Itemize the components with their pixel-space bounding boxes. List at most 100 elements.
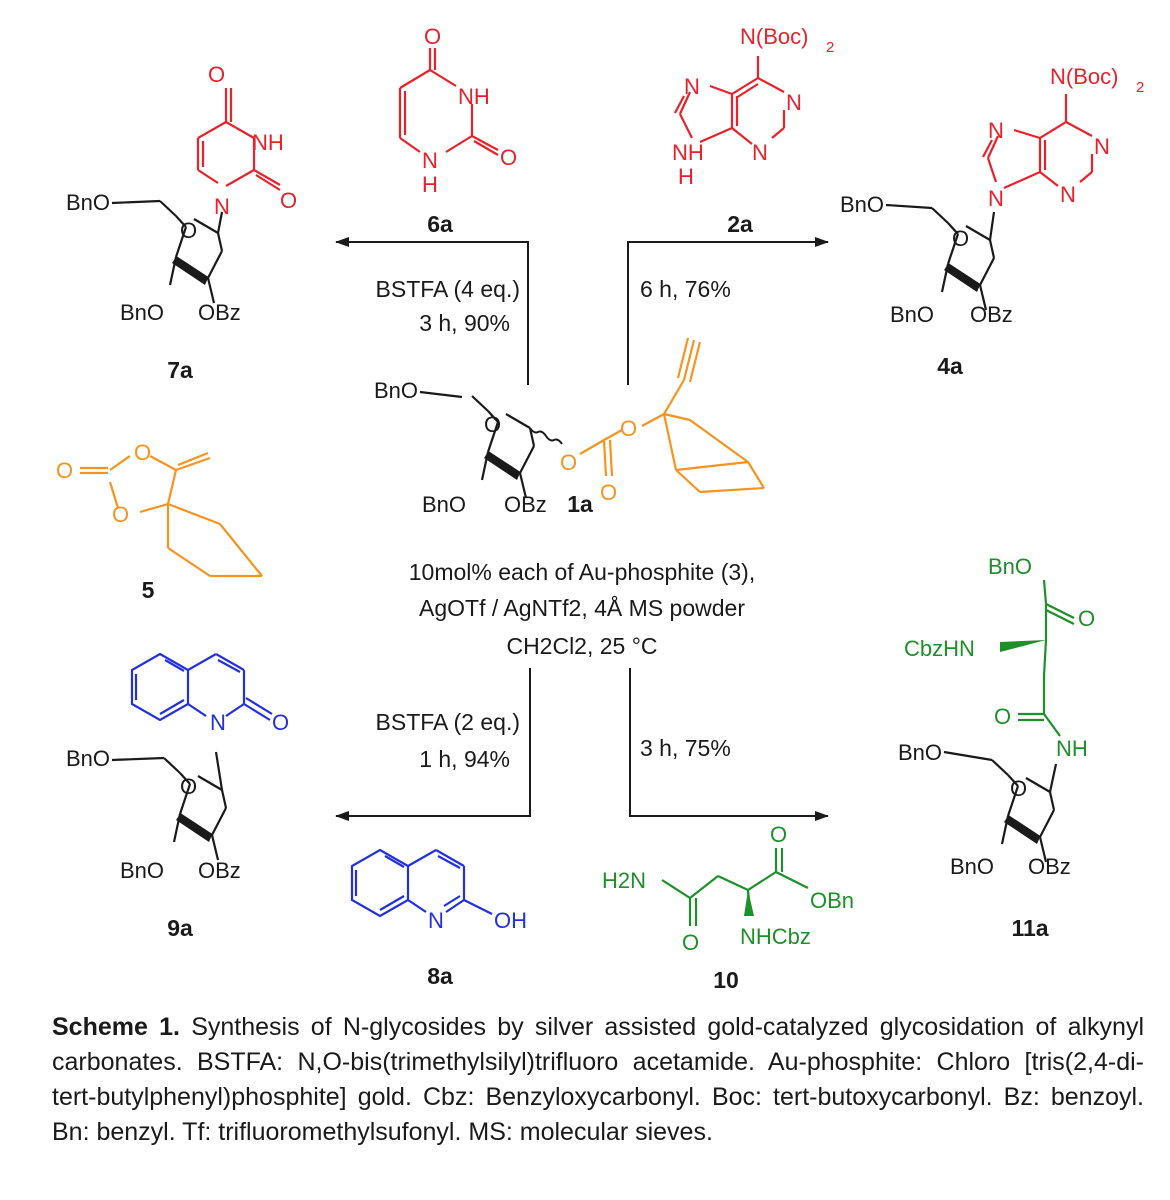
svg-text:O: O [56,458,73,483]
svg-text:BnO: BnO [374,378,418,403]
svg-text:N: N [988,186,1004,211]
compound-5: O O O 5 [56,440,263,603]
svg-text:O: O [682,930,699,955]
svg-text:O: O [600,480,617,505]
svg-text:OBn: OBn [810,888,854,913]
compound-11a: BnO O BnO OBz BnO O CbzHN O NH 11a [898,554,1095,941]
svg-text:BnO: BnO [66,746,110,771]
compound-8a: N OH 8a [350,848,527,989]
svg-text:BnO: BnO [898,740,942,765]
compound-7a: BnO O BnO OBz O NH O N 7a [66,62,297,383]
svg-text:O: O [952,226,969,251]
svg-text:BnO: BnO [840,192,884,217]
svg-text:O: O [1078,606,1095,631]
conditions: BSTFA (4 eq.) 3 h, 90% 6 h, 76% BSTFA (2… [376,276,756,772]
svg-text:OBz: OBz [970,302,1013,327]
svg-text:BnO: BnO [950,854,994,879]
svg-text:BnO: BnO [422,492,466,517]
svg-text:O: O [280,188,297,213]
svg-text:CbzHN: CbzHN [904,636,975,661]
svg-text:NH: NH [1056,736,1088,761]
cond-top-left-1: BSTFA (4 eq.) [376,276,520,302]
svg-text:N: N [786,90,802,115]
compound-6a: O NH O N H 6a [398,24,517,237]
svg-text:OH: OH [494,908,527,933]
label-4a: 4a [937,353,963,379]
svg-text:N: N [684,74,700,99]
arrows [335,237,829,821]
caption-title: Scheme 1. [52,1013,180,1041]
svg-text:NHCbz: NHCbz [740,924,811,949]
svg-text:2: 2 [1136,79,1144,96]
svg-text:N(Boc): N(Boc) [1050,64,1118,89]
svg-text:2: 2 [826,39,834,56]
svg-text:OBz: OBz [198,858,241,883]
arrow-to-7a [335,237,529,385]
arrow-to-4a [627,237,829,385]
svg-text:OBz: OBz [1028,854,1071,879]
arrow-to-11a [629,668,829,821]
svg-text:O: O [994,704,1011,729]
cond-center-2: AgOTf / AgNTf2, 4Å MS powder [419,594,745,621]
svg-text:BnO: BnO [120,300,164,325]
compound-4a: BnO O BnO OBz N(Boc) 2 N N N [840,64,1144,379]
svg-text:N: N [988,118,1004,143]
label-1a: 1a [567,491,593,517]
compound-1a: BnO O BnO OBz O O O [374,337,765,517]
svg-text:NH: NH [672,140,704,165]
svg-text:BnO: BnO [120,858,164,883]
svg-text:OBz: OBz [504,492,547,517]
label-8a: 8a [427,963,453,989]
svg-text:N: N [1060,182,1076,207]
label-5: 5 [142,577,155,603]
svg-text:O: O [424,24,441,49]
svg-text:O: O [1010,776,1027,801]
svg-text:N: N [428,908,444,933]
svg-text:NH: NH [458,84,490,109]
svg-text:O: O [272,710,289,735]
label-11a: 11a [1011,915,1048,941]
svg-text:O: O [770,822,787,847]
svg-text:BnO: BnO [66,190,110,215]
svg-text:O: O [112,502,129,527]
compound-9a: BnO O BnO OBz N O 9a [66,652,289,941]
svg-text:H2N: H2N [602,868,646,893]
label-7a: 7a [167,357,193,383]
svg-text:O: O [484,412,501,437]
svg-text:N: N [214,194,230,219]
compound-2a: N(Boc) 2 N N N NH H 2a [672,24,834,237]
compound-10: H2N O O OBn NHCbz 10 [602,822,854,993]
svg-text:O: O [500,145,517,170]
label-9a: 9a [167,915,193,941]
svg-text:H: H [678,164,694,189]
cond-bottom-left-1: BSTFA (2 eq.) [376,709,520,735]
svg-text:BnO: BnO [890,302,934,327]
svg-text:N: N [210,710,226,735]
cond-bottom-right: 3 h, 75% [640,735,731,761]
reaction-scheme: BSTFA (4 eq.) 3 h, 90% 6 h, 76% BSTFA (2… [56,24,1144,993]
label-2a: 2a [727,211,753,237]
arrow-to-9a [335,668,531,821]
svg-text:O: O [134,440,151,465]
cond-center-1: 10mol% each of Au-phosphite (3), [409,559,755,585]
svg-text:NH: NH [252,130,284,155]
svg-text:O: O [560,450,577,475]
svg-text:N: N [422,148,438,173]
svg-text:O: O [180,218,197,243]
svg-text:O: O [208,62,225,87]
cond-top-right: 6 h, 76% [640,276,731,302]
svg-text:N: N [1094,134,1110,159]
label-10: 10 [713,967,739,993]
scheme-caption: Scheme 1. Synthesis of N-glycosides by s… [52,1010,1144,1150]
label-6a: 6a [427,211,453,237]
caption-text: Synthesis of N-glycosides by silver assi… [52,1013,1145,1146]
svg-text:H: H [422,172,438,197]
svg-text:O: O [180,774,197,799]
svg-text:OBz: OBz [198,300,241,325]
svg-text:N(Boc): N(Boc) [740,24,808,49]
svg-text:BnO: BnO [988,554,1032,579]
svg-text:N: N [752,140,768,165]
svg-text:O: O [620,416,637,441]
cond-bottom-left-2: 1 h, 94% [419,746,510,772]
cond-center-3: CH2Cl2, 25 °C [506,633,657,659]
